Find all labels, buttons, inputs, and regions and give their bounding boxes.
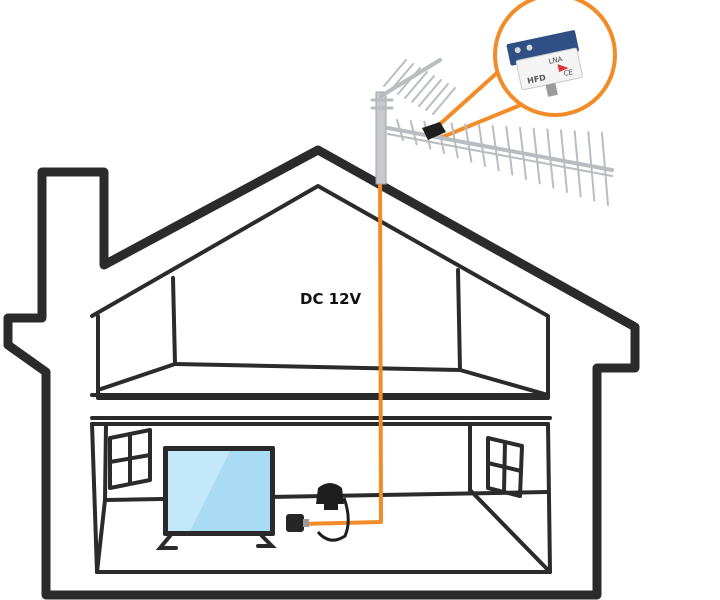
module-model: LNA bbox=[548, 55, 563, 66]
module-connector bbox=[545, 83, 558, 97]
house-outline bbox=[3, 145, 640, 600]
window-left bbox=[108, 428, 152, 490]
antenna-director bbox=[450, 122, 459, 159]
antenna-director bbox=[546, 128, 555, 189]
module-board bbox=[506, 30, 579, 66]
antenna-directors bbox=[396, 119, 609, 206]
antenna-director bbox=[532, 127, 541, 185]
voltage-label: DC 12V bbox=[300, 290, 362, 308]
antenna-director bbox=[601, 132, 609, 206]
tv-screen-glare bbox=[168, 451, 230, 531]
room-back-left-corner bbox=[103, 422, 108, 502]
tv-stand-left bbox=[155, 534, 178, 550]
antenna-director bbox=[491, 125, 500, 172]
antenna-director bbox=[478, 124, 486, 167]
room-left-wall bbox=[90, 422, 99, 574]
attic-back-wall bbox=[171, 268, 462, 372]
antenna-director bbox=[464, 123, 473, 163]
amplifier-module-icon: HFD LNA CE bbox=[493, 0, 617, 117]
antenna-director bbox=[519, 126, 527, 180]
antenna-director bbox=[396, 119, 404, 141]
attic-outline bbox=[90, 184, 550, 400]
antenna-reflector-rod bbox=[418, 79, 442, 107]
tv-stand-right bbox=[256, 534, 277, 548]
antenna-boom-lower bbox=[387, 133, 613, 177]
antenna-director bbox=[560, 129, 568, 193]
module-marks: CE bbox=[563, 68, 574, 78]
antenna-reflector-rod bbox=[383, 59, 407, 87]
antenna-mast bbox=[375, 91, 387, 185]
antenna-boom bbox=[386, 126, 614, 172]
antenna-reflector-rod bbox=[411, 75, 435, 103]
antenna-reflector-rod bbox=[390, 63, 414, 91]
antenna-director bbox=[409, 119, 418, 146]
antenna-reflector-rod bbox=[432, 87, 456, 115]
antenna-reflector-rod bbox=[404, 71, 428, 99]
splitter-inserter-icon bbox=[286, 514, 309, 532]
antenna-director bbox=[505, 125, 514, 176]
tv-icon bbox=[155, 446, 277, 550]
cable-to-module bbox=[428, 70, 500, 135]
antenna-reflectors bbox=[383, 59, 456, 115]
module-brand: HFD bbox=[526, 73, 547, 86]
house-outer-wall bbox=[3, 145, 640, 600]
room-floor-right bbox=[468, 488, 552, 574]
antenna-reflector-rod bbox=[397, 67, 421, 95]
antenna-reflector-rod bbox=[425, 83, 449, 111]
power-adapter-icon bbox=[316, 483, 350, 542]
room-right-wall bbox=[546, 422, 552, 574]
attic-back-left-edge bbox=[96, 362, 177, 392]
attic-back-right-edge bbox=[458, 368, 550, 397]
antenna-director bbox=[587, 131, 596, 202]
window-right bbox=[486, 436, 524, 498]
room-floor-left bbox=[95, 498, 107, 574]
antenna-amplifier-box bbox=[422, 122, 446, 140]
cable-main-run bbox=[299, 165, 383, 526]
antenna-director bbox=[573, 130, 582, 198]
